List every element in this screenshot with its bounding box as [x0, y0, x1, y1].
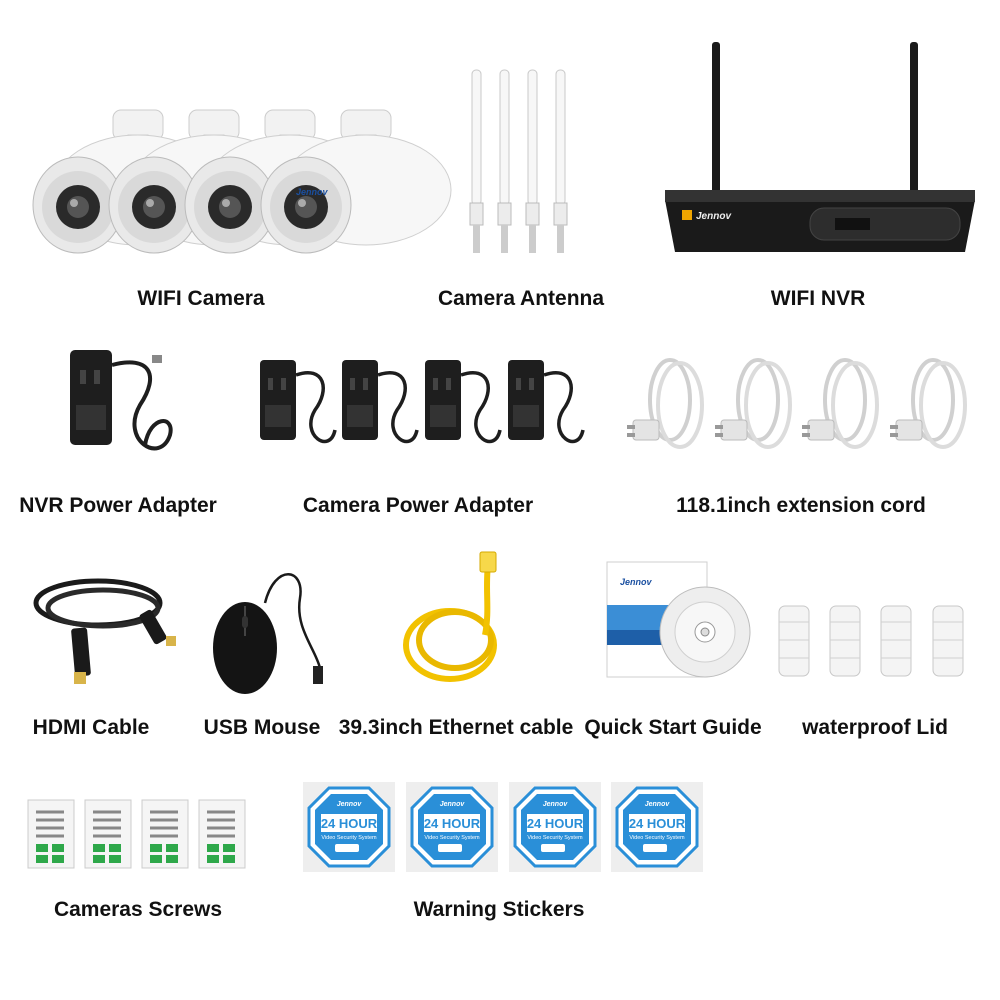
label-warning-stickers: Warning Stickers: [413, 898, 585, 921]
sticker-headline: 24 HOUR: [424, 816, 481, 831]
label-wifi-camera: WIFI Camera: [137, 287, 265, 310]
label-camera-screws: Cameras Screws: [53, 898, 223, 921]
label-usb-mouse: USB Mouse: [203, 716, 321, 739]
warning-sticker: Jennov 24 HOUR Video Security System: [303, 782, 395, 872]
label-ethernet-cable: 39.3inch Ethernet cable: [338, 716, 574, 739]
sticker-subline: Video Security System: [321, 835, 377, 841]
label-camera-antenna: Camera Antenna: [437, 287, 605, 310]
camera-brand-logo: Jennov: [296, 187, 329, 197]
quick-start-guide-image: Jennov: [606, 561, 751, 678]
sticker-brand: Jennov: [440, 801, 466, 808]
camera-power-adapter-image: [260, 358, 585, 444]
extension-cord-image: [627, 358, 967, 449]
nvr-brand-logo: Jennov: [696, 211, 732, 222]
ethernet-cable-image: [403, 551, 497, 682]
label-waterproof-lid: waterproof Lid: [802, 716, 948, 739]
sticker-subline: Video Security System: [424, 835, 480, 841]
warning-stickers-group: Jennov 24 HOUR Video Security System Jen…: [303, 782, 703, 872]
warning-sticker: Jennov 24 HOUR Video Security System: [406, 782, 498, 872]
camera-antenna-image: [469, 69, 568, 254]
wifi-camera-image: Jennov: [32, 109, 452, 254]
usb-mouse-image: [213, 573, 323, 694]
warning-sticker: Jennov 24 HOUR Video Security System: [509, 782, 601, 872]
guide-brand-logo: Jennov: [620, 577, 653, 587]
sticker-headline: 24 HOUR: [629, 816, 686, 831]
label-wifi-nvr: WIFI NVR: [770, 287, 866, 310]
sticker-headline: 24 HOUR: [321, 816, 378, 831]
label-hdmi-cable: HDMI Cable: [32, 716, 150, 739]
sticker-subline: Video Security System: [527, 835, 583, 841]
label-camera-power-adapter: Camera Power Adapter: [302, 494, 534, 517]
sticker-brand: Jennov: [337, 801, 363, 808]
warning-sticker: Jennov 24 HOUR Video Security System: [611, 782, 703, 872]
camera-screws-image: [27, 798, 247, 870]
hdmi-cable-image: [33, 578, 176, 684]
sticker-brand: Jennov: [645, 801, 671, 808]
label-nvr-power-adapter: NVR Power Adapter: [19, 494, 217, 517]
waterproof-lid-image: [778, 605, 964, 677]
sticker-brand: Jennov: [543, 801, 569, 808]
label-quick-start-guide: Quick Start Guide: [584, 716, 762, 739]
wifi-nvr-image: Jennov: [665, 42, 975, 252]
sticker-headline: 24 HOUR: [527, 816, 584, 831]
label-extension-cord: 118.1inch extension cord: [676, 494, 926, 517]
sticker-subline: Video Security System: [629, 835, 685, 841]
nvr-power-adapter-image: [70, 350, 173, 451]
